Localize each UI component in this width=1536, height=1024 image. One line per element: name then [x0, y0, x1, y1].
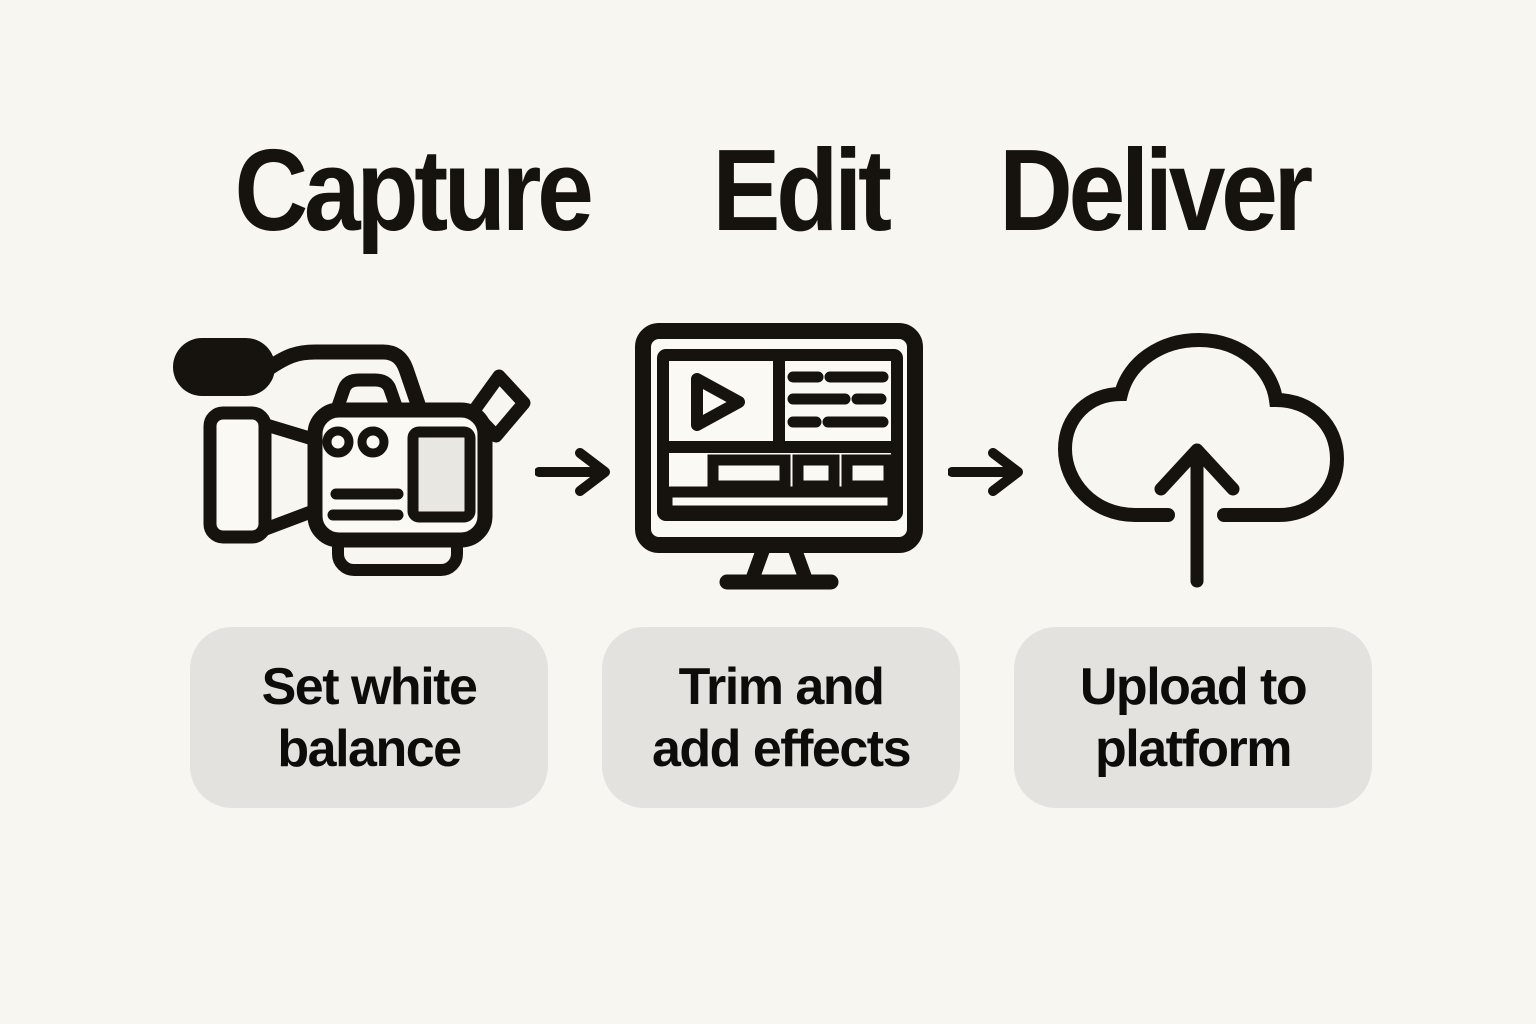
right-arrow-icon: [534, 448, 615, 501]
right-arrow-icon: [947, 448, 1028, 501]
step-title-deliver: Deliver: [999, 125, 1313, 255]
caption-text: platform: [1095, 719, 1293, 778]
step-title-capture: Capture: [234, 125, 594, 255]
caption-card-deliver: Upload to platform: [1014, 627, 1372, 808]
editing-monitor-icon: [633, 323, 925, 593]
caption-text: Upload to: [1079, 657, 1308, 716]
caption-text: Trim and: [678, 657, 885, 716]
video-camera-icon: [163, 332, 531, 594]
caption-text: add effects: [651, 719, 912, 778]
cloud-upload-icon: [1055, 330, 1345, 592]
caption-text: Set white: [261, 657, 478, 716]
caption-text: balance: [277, 719, 462, 778]
caption-card-edit: Trim and add effects: [602, 627, 960, 808]
caption-card-capture: Set white balance: [190, 627, 548, 808]
step-title-edit: Edit: [712, 125, 892, 255]
